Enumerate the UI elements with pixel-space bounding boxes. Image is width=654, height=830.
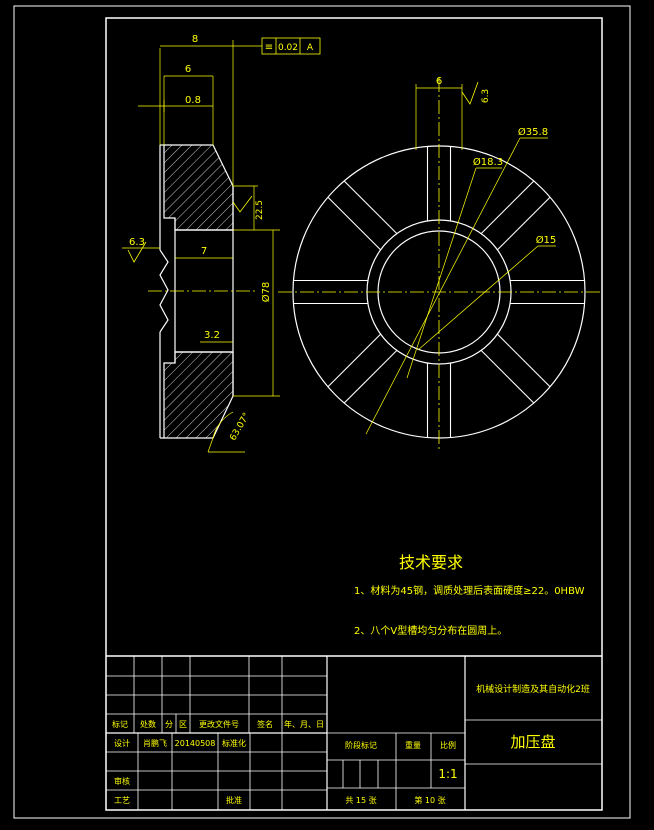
tolerance-symbol: ≡ [265,42,273,53]
rough-6-3-left: 6.3 [129,237,145,248]
section-body-upper [163,144,234,231]
inner-border [105,17,603,811]
slot-edge [497,196,551,251]
front-rough-6-3: 6.3 [481,89,491,103]
header-div: 分 [165,720,173,729]
tolerance-value: 0.02 [278,43,298,53]
dim-0-8-label: 0.8 [185,95,201,106]
dim-8-label: 8 [192,34,198,45]
section-body-lower [163,351,234,439]
review-label: 审核 [114,776,130,786]
slot-edge [327,196,381,251]
header-count: 处数 [140,719,156,729]
dim-6-label: 6 [185,64,191,75]
process-label: 工艺 [114,796,130,805]
header-sign: 签名 [257,719,273,729]
slot-edge [343,350,398,404]
requirements-title: 技术要求 [399,553,463,572]
header-date: 年、月、日 [284,719,324,729]
dim-3-2-label: 3.2 [204,330,220,341]
slot-edge [497,333,551,388]
header-zone: 区 [179,720,187,729]
dim-7-label: 7 [201,246,207,257]
front-dim-18-3: Ø18.3 [473,156,503,168]
weight-label: 重量 [405,740,421,750]
slot-edge [327,333,381,388]
front-dim-35-8: Ø35.8 [518,126,548,138]
tolerance-datum: A [307,43,314,53]
angle-label: 63.07° [228,411,252,442]
requirement-item-1: 1、材料为45钢，调质处理后表面硬度≥22。0HBW [354,584,585,597]
design-label: 设计 [114,738,130,748]
section-view: 8 6 0.8 ≡ 0.02 A 7 3.2 22.5 Ø78 [122,34,321,453]
design-date: 20140508 [175,739,216,748]
header-mark: 标记 [112,719,128,729]
dim-22-5-label: 22.5 [255,200,265,220]
designer-name: 肖鹏飞 [143,738,167,748]
v-groove-profile [159,249,169,333]
approve-label: 批准 [226,795,242,805]
part-name: 加压盘 [510,733,555,751]
front-view: 6 6.3 Ø35.8 Ø18.3 Ø15 [278,76,600,450]
technical-requirements: 技术要求 1、材料为45钢，调质处理后表面硬度≥22。0HBW 2、八个V型槽均… [354,553,585,637]
slot-edge [480,350,535,404]
requirement-item-2: 2、八个V型槽均匀分布在圆周上。 [354,624,507,637]
outer-border [13,5,631,819]
title-block [106,655,602,810]
standard-label: 标准化 [222,738,246,748]
slot-edge [343,180,398,234]
front-dim-15: Ø15 [536,234,557,246]
slot-edge [480,180,535,234]
scale-label: 比例 [440,740,456,750]
stage-label: 阶段标记 [345,740,377,750]
org-name: 机械设计制造及其自动化2班 [476,683,590,695]
header-change-doc: 更改文件号 [199,719,239,729]
scale-value: 1:1 [438,767,457,781]
sheet-number: 第 10 张 [414,795,445,805]
front-dim-6: 6 [436,76,442,87]
sheets-total: 共 15 张 [345,796,376,805]
title-block-text: 标记 处数 分 区 更改文件号 签名 年、月、日 设计 肖鹏飞 20140508… [112,683,590,805]
dim-78-label: Ø78 [260,282,272,303]
v-slots [293,146,585,438]
